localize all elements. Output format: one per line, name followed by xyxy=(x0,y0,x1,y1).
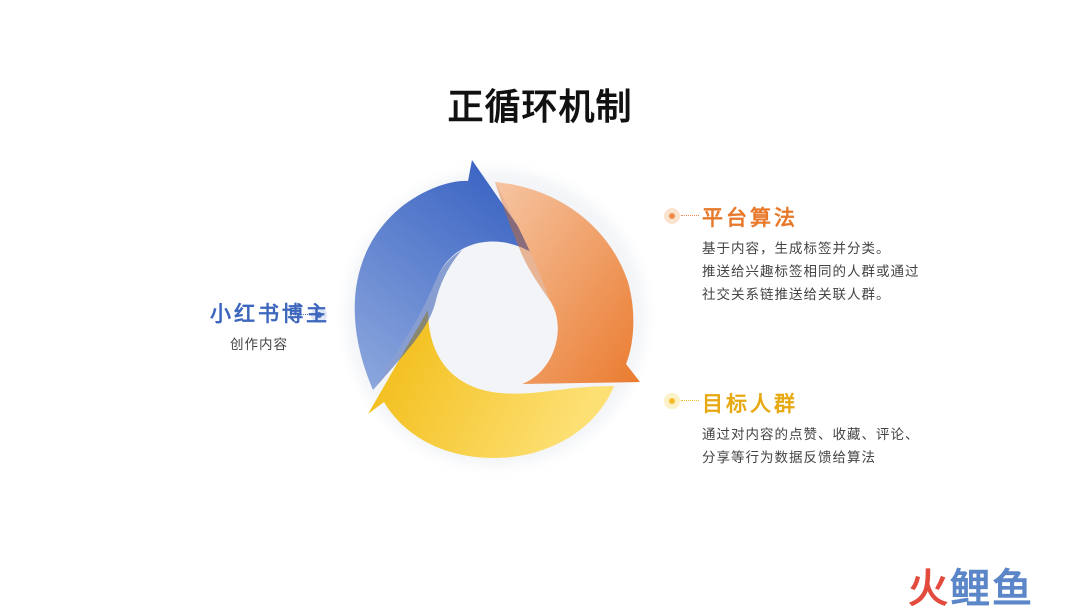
node-title-audience: 目标人群 xyxy=(702,392,798,416)
node-title-creator: 小红书博主 xyxy=(210,302,330,326)
watermark-part-1: 火 xyxy=(908,566,950,612)
desc-line: 通过对内容的点赞、收藏、评论、 xyxy=(702,427,920,443)
connector-line-creator xyxy=(290,314,310,315)
marker-dot-audience xyxy=(664,393,680,409)
cycle-segment-platform xyxy=(495,182,640,384)
connector-line-platform xyxy=(681,215,699,216)
node-desc-creator: 创作内容 xyxy=(150,334,330,357)
desc-line: 分享等行为数据反馈给算法 xyxy=(702,450,876,466)
watermark-part-2: 鲤鱼 xyxy=(950,566,1034,612)
desc-line: 创作内容 xyxy=(230,337,288,353)
node-label-creator: 小红书博主 创作内容 xyxy=(150,298,330,357)
segment-highlight-platform xyxy=(495,182,552,304)
desc-line: 基于内容，生成标签并分类。 xyxy=(702,241,891,257)
cycle-segment-audience xyxy=(368,310,614,458)
marker-dot-platform xyxy=(664,208,680,224)
cycle-segment-creator xyxy=(354,160,540,390)
connector-line-audience xyxy=(681,400,699,401)
node-desc-audience: 通过对内容的点赞、收藏、评论、 分享等行为数据反馈给算法 xyxy=(702,424,920,470)
node-title-platform: 平台算法 xyxy=(702,206,798,230)
node-label-platform: 平台算法 基于内容，生成标签并分类。 推送给兴趣标签相同的人群或通过 社交关系链… xyxy=(702,202,920,307)
marker-dot-creator xyxy=(311,307,327,323)
desc-line: 社交关系链推送给关联人群。 xyxy=(702,287,891,303)
segment-highlight-creator xyxy=(373,250,462,390)
node-label-audience: 目标人群 通过对内容的点赞、收藏、评论、 分享等行为数据反馈给算法 xyxy=(702,388,920,470)
page-title: 正循环机制 xyxy=(447,87,633,128)
node-desc-platform: 基于内容，生成标签并分类。 推送给兴趣标签相同的人群或通过 社交关系链推送给关联… xyxy=(702,238,920,307)
desc-line: 推送给兴趣标签相同的人群或通过 xyxy=(702,264,920,280)
watermark-logo: 火鲤鱼 xyxy=(908,556,1034,614)
